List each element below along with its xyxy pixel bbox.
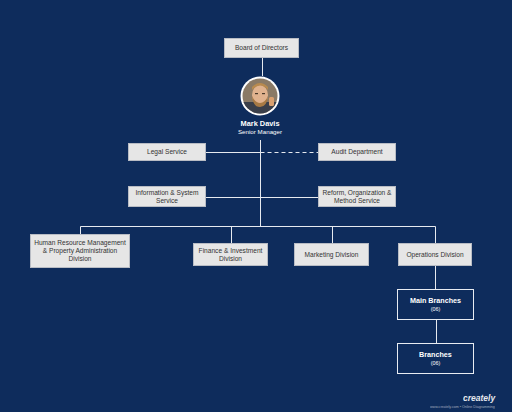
division-box: Human Resource Management & Property Adm… [30,234,130,268]
node-title: Board of Directors [235,44,288,52]
division-box: Operations Division [398,243,472,266]
watermark: creately [463,393,495,403]
org-connector [436,320,437,343]
node-title: Reform, Organization & Method Service [322,189,392,205]
watermark: www.creately.com • Online Diagramming [430,405,495,409]
branch-box: Branches(06) [397,343,474,374]
division-box: Marketing Division [294,243,369,266]
branch-box: Main Branches(06) [397,289,474,320]
service-box: Legal Service [128,143,206,161]
org-connector [206,140,261,153]
manager-card: Mark DavisSenior Manager [215,76,305,140]
node-title: Operations Division [406,251,463,259]
org-connector [206,140,261,198]
board-box: Board of Directors [224,38,299,58]
node-title: Main Branches [410,296,461,306]
node-title: Branches [419,350,452,360]
node-subtitle: (06) [431,306,441,313]
service-box: Information & System Service [128,186,206,207]
node-title: Human Resource Management & Property Adm… [34,239,126,263]
portrait-photo [240,76,280,116]
service-box: Reform, Organization & Method Service [318,186,396,207]
node-title: Information & System Service [132,189,202,205]
org-connector [261,140,319,198]
org-connector [435,266,436,289]
node-title: Mark Davis [240,119,279,128]
org-connector [232,140,261,243]
node-title: Legal Service [147,148,187,156]
node-title: Finance & Investment Division [197,247,264,263]
node-subtitle: (06) [431,360,441,367]
node-subtitle: Senior Manager [238,128,282,136]
node-title: Marketing Division [305,251,359,259]
node-title: Audit Department [331,148,382,156]
org-connector [81,140,261,234]
org-connector [261,140,436,243]
service-box: Audit Department [318,143,396,161]
org-connector [262,58,263,76]
division-box: Finance & Investment Division [193,243,268,266]
dashed-connector [261,152,319,153]
